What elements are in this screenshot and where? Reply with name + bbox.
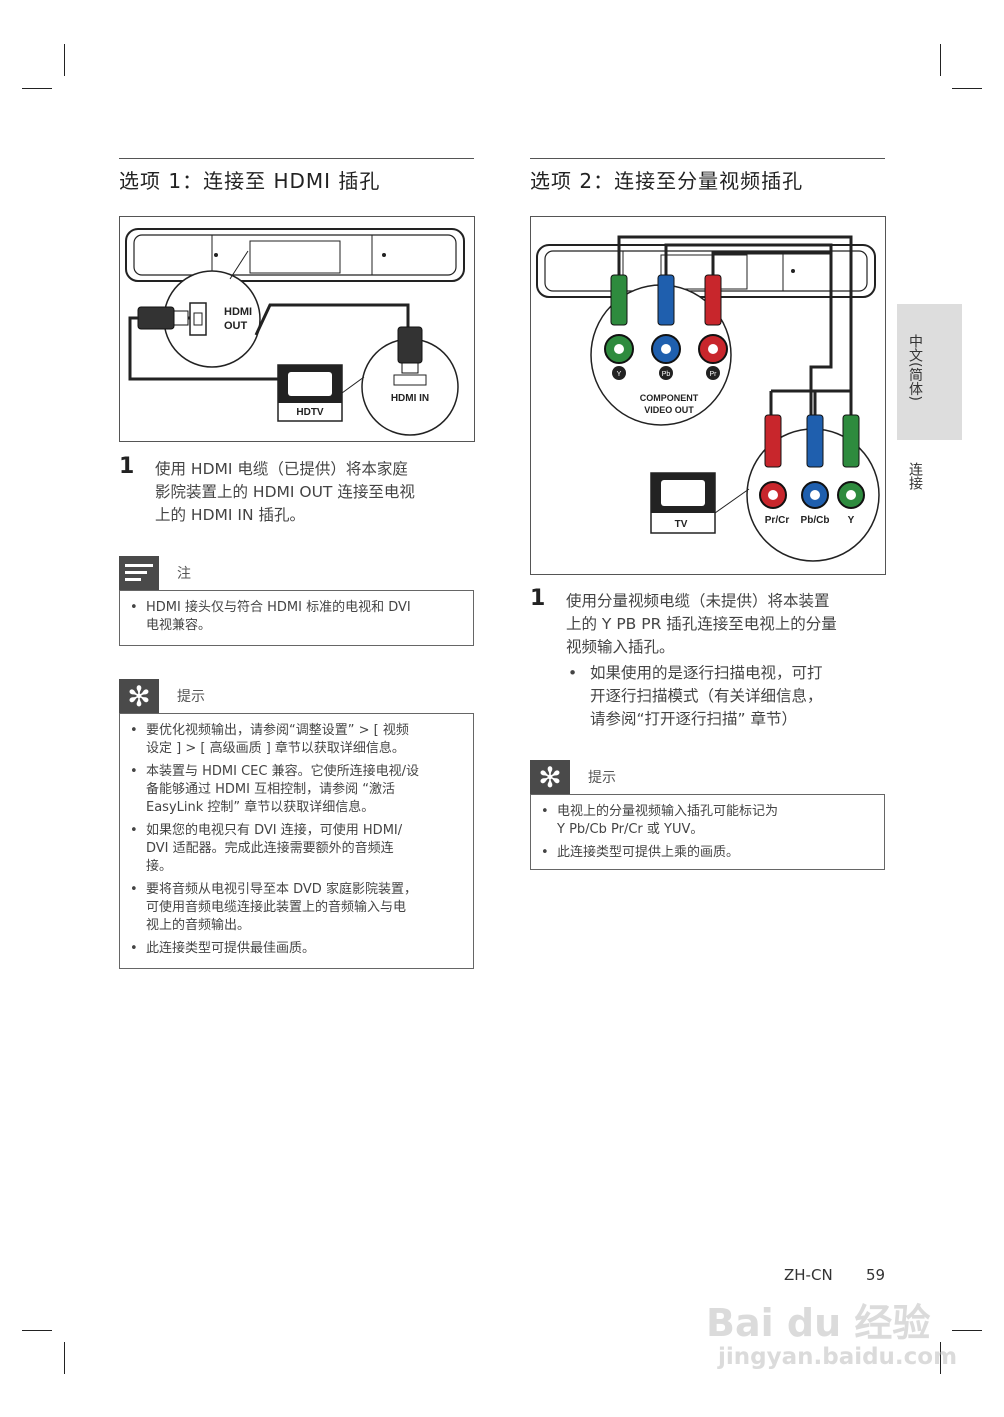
svg-text:✻: ✻ — [538, 761, 561, 794]
language-tab: 中文(简体) — [897, 304, 962, 440]
crop-mark — [22, 88, 52, 89]
language-tab-label: 中文(简体) — [907, 334, 923, 401]
crop-mark — [940, 44, 941, 76]
step-text: 使用分量视频电缆（未提供）将本装置上的 Y PB PR 插孔连接至电视上的分量视… — [566, 592, 837, 656]
tv-y-label: Y — [848, 515, 855, 526]
hdmi-out-label: OUT — [224, 320, 248, 332]
section-title-hdmi: 选项 1：连接至 HDMI 插孔 — [119, 158, 474, 194]
list-item: 要将音频从电视引导至本 DVD 家庭影院装置，可使用音频电缆连接此装置上的音频输… — [130, 881, 463, 935]
crop-mark — [952, 1330, 982, 1331]
sub-bullet: • 如果使用的是逐行扫描电视，可打开逐行扫描模式（有关详细信息，请参阅“打开逐行… — [568, 664, 823, 728]
tip-header: ✻ 提示 — [119, 679, 474, 713]
tv-label: TV — [675, 519, 688, 530]
crop-mark — [64, 1342, 65, 1374]
watermark-logo: Bai du 经验 — [706, 1301, 931, 1345]
tv-pr-label: Pr/Cr — [765, 515, 790, 526]
tip-label: 提示 — [588, 770, 616, 786]
crop-mark — [940, 1342, 941, 1374]
hdmi-connection-figure: HDMI OUT HDTV HDMI IN — [119, 216, 475, 442]
section-title-component: 选项 2：连接至分量视频插孔 — [530, 158, 885, 194]
watermark-url: jingyan.baidu.com — [718, 1344, 958, 1370]
page-number: 59 — [866, 1266, 886, 1284]
component-label: VIDEO OUT — [644, 405, 694, 415]
note-header: 注 — [119, 556, 474, 590]
tip-icon: ✻ — [119, 679, 159, 713]
step-text: 使用 HDMI 电缆（已提供）将本家庭影院装置上的 HDMI OUT 连接至电视… — [155, 460, 415, 524]
crop-mark — [952, 88, 982, 89]
list-item: 如果您的电视只有 DVI 连接，可使用 HDMI/DVI 适配器。完成此连接需要… — [130, 822, 463, 876]
pb-jack-label: Pb — [662, 371, 671, 378]
note-label: 注 — [177, 566, 191, 582]
step-number: 1 — [119, 454, 135, 479]
svg-text:✻: ✻ — [127, 680, 150, 713]
tv-pb-label: Pb/Cb — [801, 515, 830, 526]
section-tab-label: 连接 — [907, 462, 923, 490]
hdtv-label: HDTV — [296, 407, 324, 418]
tip-icon: ✻ — [530, 760, 570, 794]
crop-mark — [64, 44, 65, 76]
hdmi-out-label: HDMI — [224, 306, 252, 318]
crop-mark — [22, 1330, 52, 1331]
hdmi-diagram: HDMI OUT HDTV HDMI IN — [125, 228, 465, 436]
list-item: 此连接类型可提供上乘的画质。 — [541, 844, 874, 862]
component-diagram: Y Pb Pr COMPONENT VIDEO OUT TV Pr/Cr Pb/… — [536, 235, 880, 562]
step-number: 1 — [530, 586, 546, 611]
list-item: 此连接类型可提供最佳画质。 — [130, 940, 463, 958]
note-icon — [119, 556, 159, 590]
tip-header: ✻ 提示 — [530, 760, 885, 794]
hdmi-in-label: HDMI IN — [391, 393, 429, 404]
tip-label: 提示 — [177, 689, 205, 705]
component-label: COMPONENT — [640, 393, 699, 403]
y-jack-label: Y — [617, 371, 622, 378]
pr-jack-label: Pr — [710, 371, 718, 378]
component-connection-figure: Y Pb Pr COMPONENT VIDEO OUT TV Pr/Cr Pb/… — [530, 216, 886, 575]
footer-lang: ZH-CN — [784, 1266, 833, 1284]
